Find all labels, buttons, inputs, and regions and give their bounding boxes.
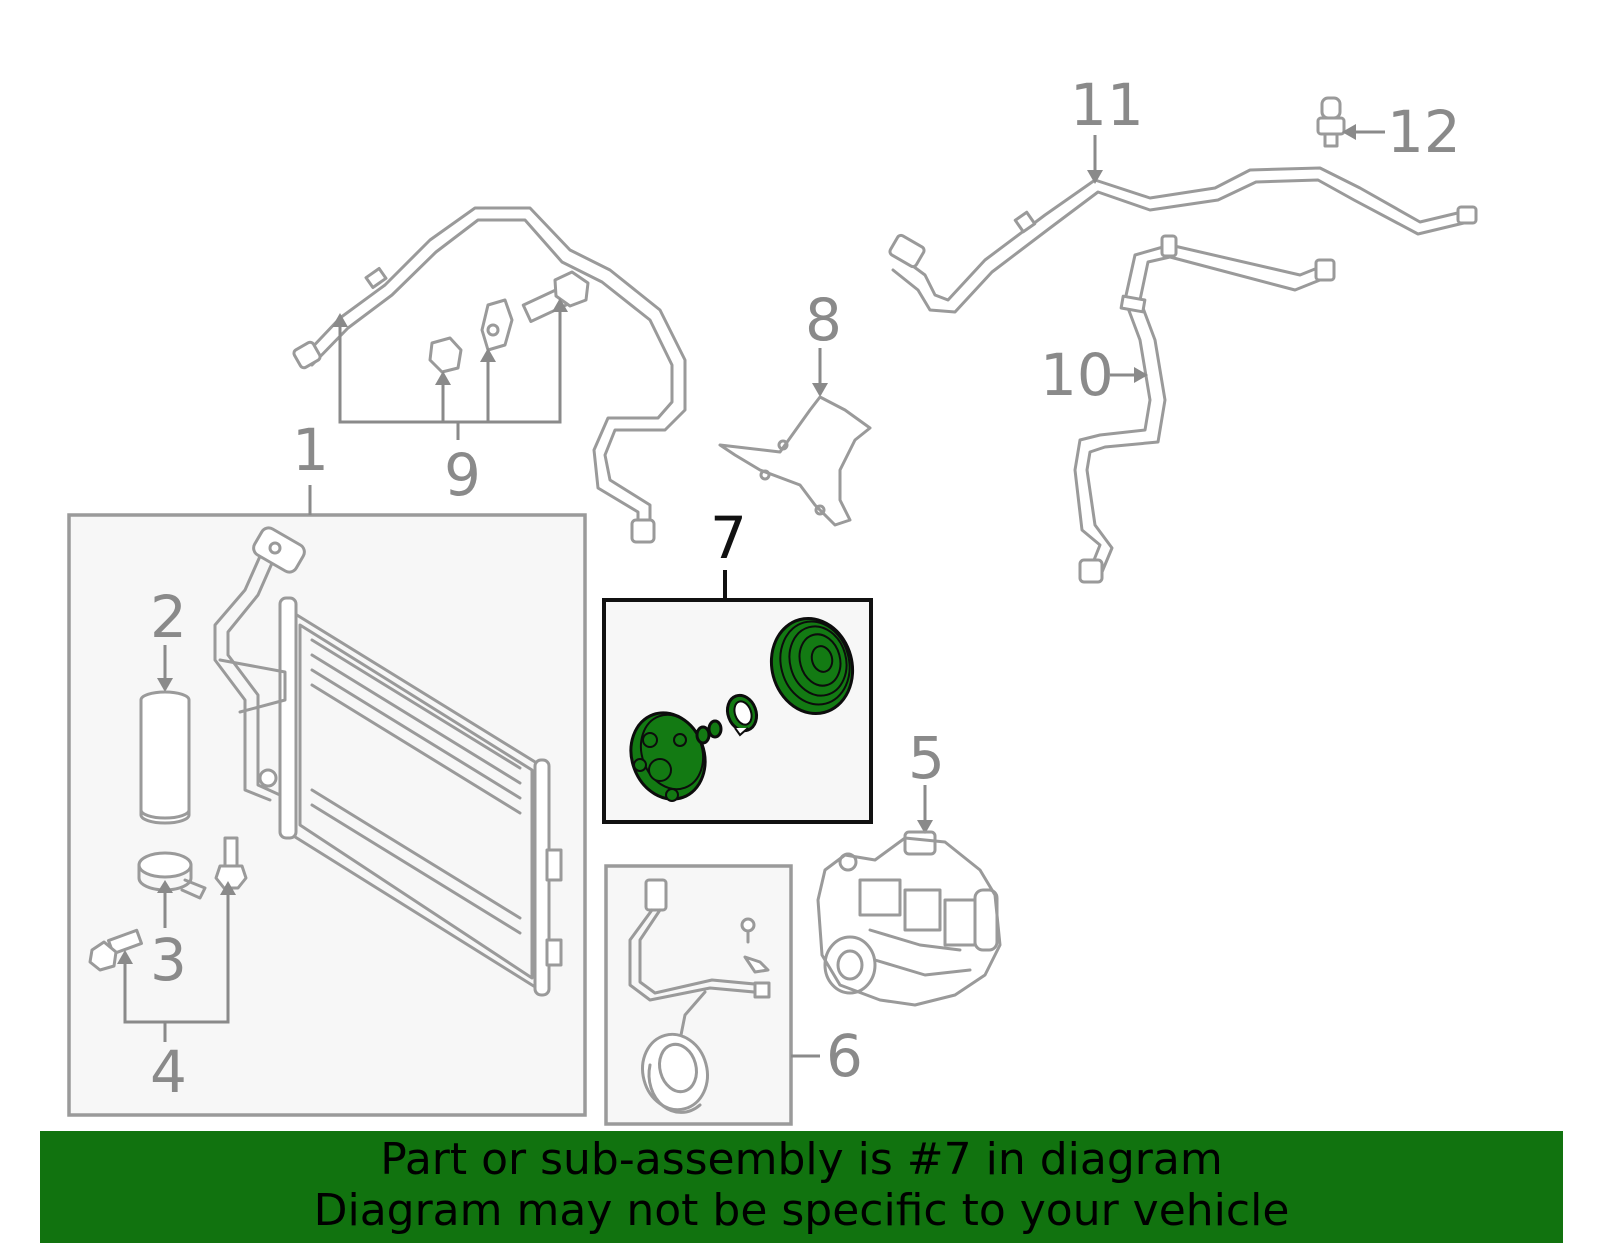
callout-2-arrow — [157, 678, 173, 692]
condenser-core — [278, 596, 563, 997]
callout-11-arrow — [1087, 170, 1103, 184]
callout-10: 10 — [1040, 341, 1114, 409]
callout-9-arrow-2 — [435, 371, 451, 385]
drier-bracket — [137, 851, 207, 900]
suction-hose — [888, 166, 1478, 314]
clutch-pulley[interactable] — [761, 609, 863, 722]
pressure-switch — [480, 298, 514, 352]
callout-8: 8 — [805, 286, 842, 354]
receiver-drier — [139, 690, 191, 825]
clutch-hub-plate[interactable] — [619, 702, 717, 809]
wiring-harness — [628, 878, 771, 1042]
hex-nut — [428, 336, 463, 374]
banner-line-2: Diagram may not be specific to your vehi… — [313, 1185, 1290, 1236]
pressure-sensor — [1316, 96, 1346, 148]
banner-line-1: Part or sub-assembly is #7 in diagram — [380, 1134, 1223, 1185]
bolt-small — [214, 836, 248, 890]
callout-10-arrow — [1134, 367, 1148, 383]
liquid-line — [1073, 234, 1336, 584]
callout-1: 1 — [292, 416, 329, 484]
callout-7: 7 — [710, 504, 747, 572]
callout-9: 9 — [444, 441, 481, 509]
field-coil — [641, 1032, 709, 1114]
callout-5-arrow — [917, 820, 933, 834]
callout-9-arrow-1 — [332, 313, 348, 327]
callout-3: 3 — [150, 926, 187, 994]
info-banner: Part or sub-assembly is #7 in diagram Di… — [40, 1131, 1563, 1243]
callout-9-bracket — [338, 310, 562, 424]
condenser-pipe — [213, 526, 306, 802]
discharge-hose — [292, 206, 687, 544]
compressor-bracket — [718, 395, 872, 527]
clutch-shims[interactable] — [695, 719, 723, 745]
callout-3-arrow — [157, 880, 173, 893]
bolt-large — [88, 928, 143, 972]
snap-ring[interactable] — [723, 691, 762, 737]
callout-4-arrow-left — [117, 950, 133, 964]
callout-11: 11 — [1070, 71, 1144, 139]
callout-4: 4 — [150, 1038, 187, 1106]
callout-4-bracket — [123, 893, 230, 1024]
callout-6: 6 — [826, 1022, 863, 1090]
callout-12-arrow — [1342, 124, 1356, 140]
callout-9-arrow-3 — [480, 348, 496, 362]
callout-8-arrow — [812, 383, 828, 397]
callout-9-arrow-4 — [552, 298, 568, 312]
hex-bolt — [521, 270, 590, 323]
callout-5: 5 — [908, 724, 945, 792]
callout-12: 12 — [1387, 98, 1461, 166]
callout-2: 2 — [150, 583, 187, 651]
callout-4-arrow-right — [220, 881, 236, 895]
ac-compressor — [816, 830, 1002, 1007]
